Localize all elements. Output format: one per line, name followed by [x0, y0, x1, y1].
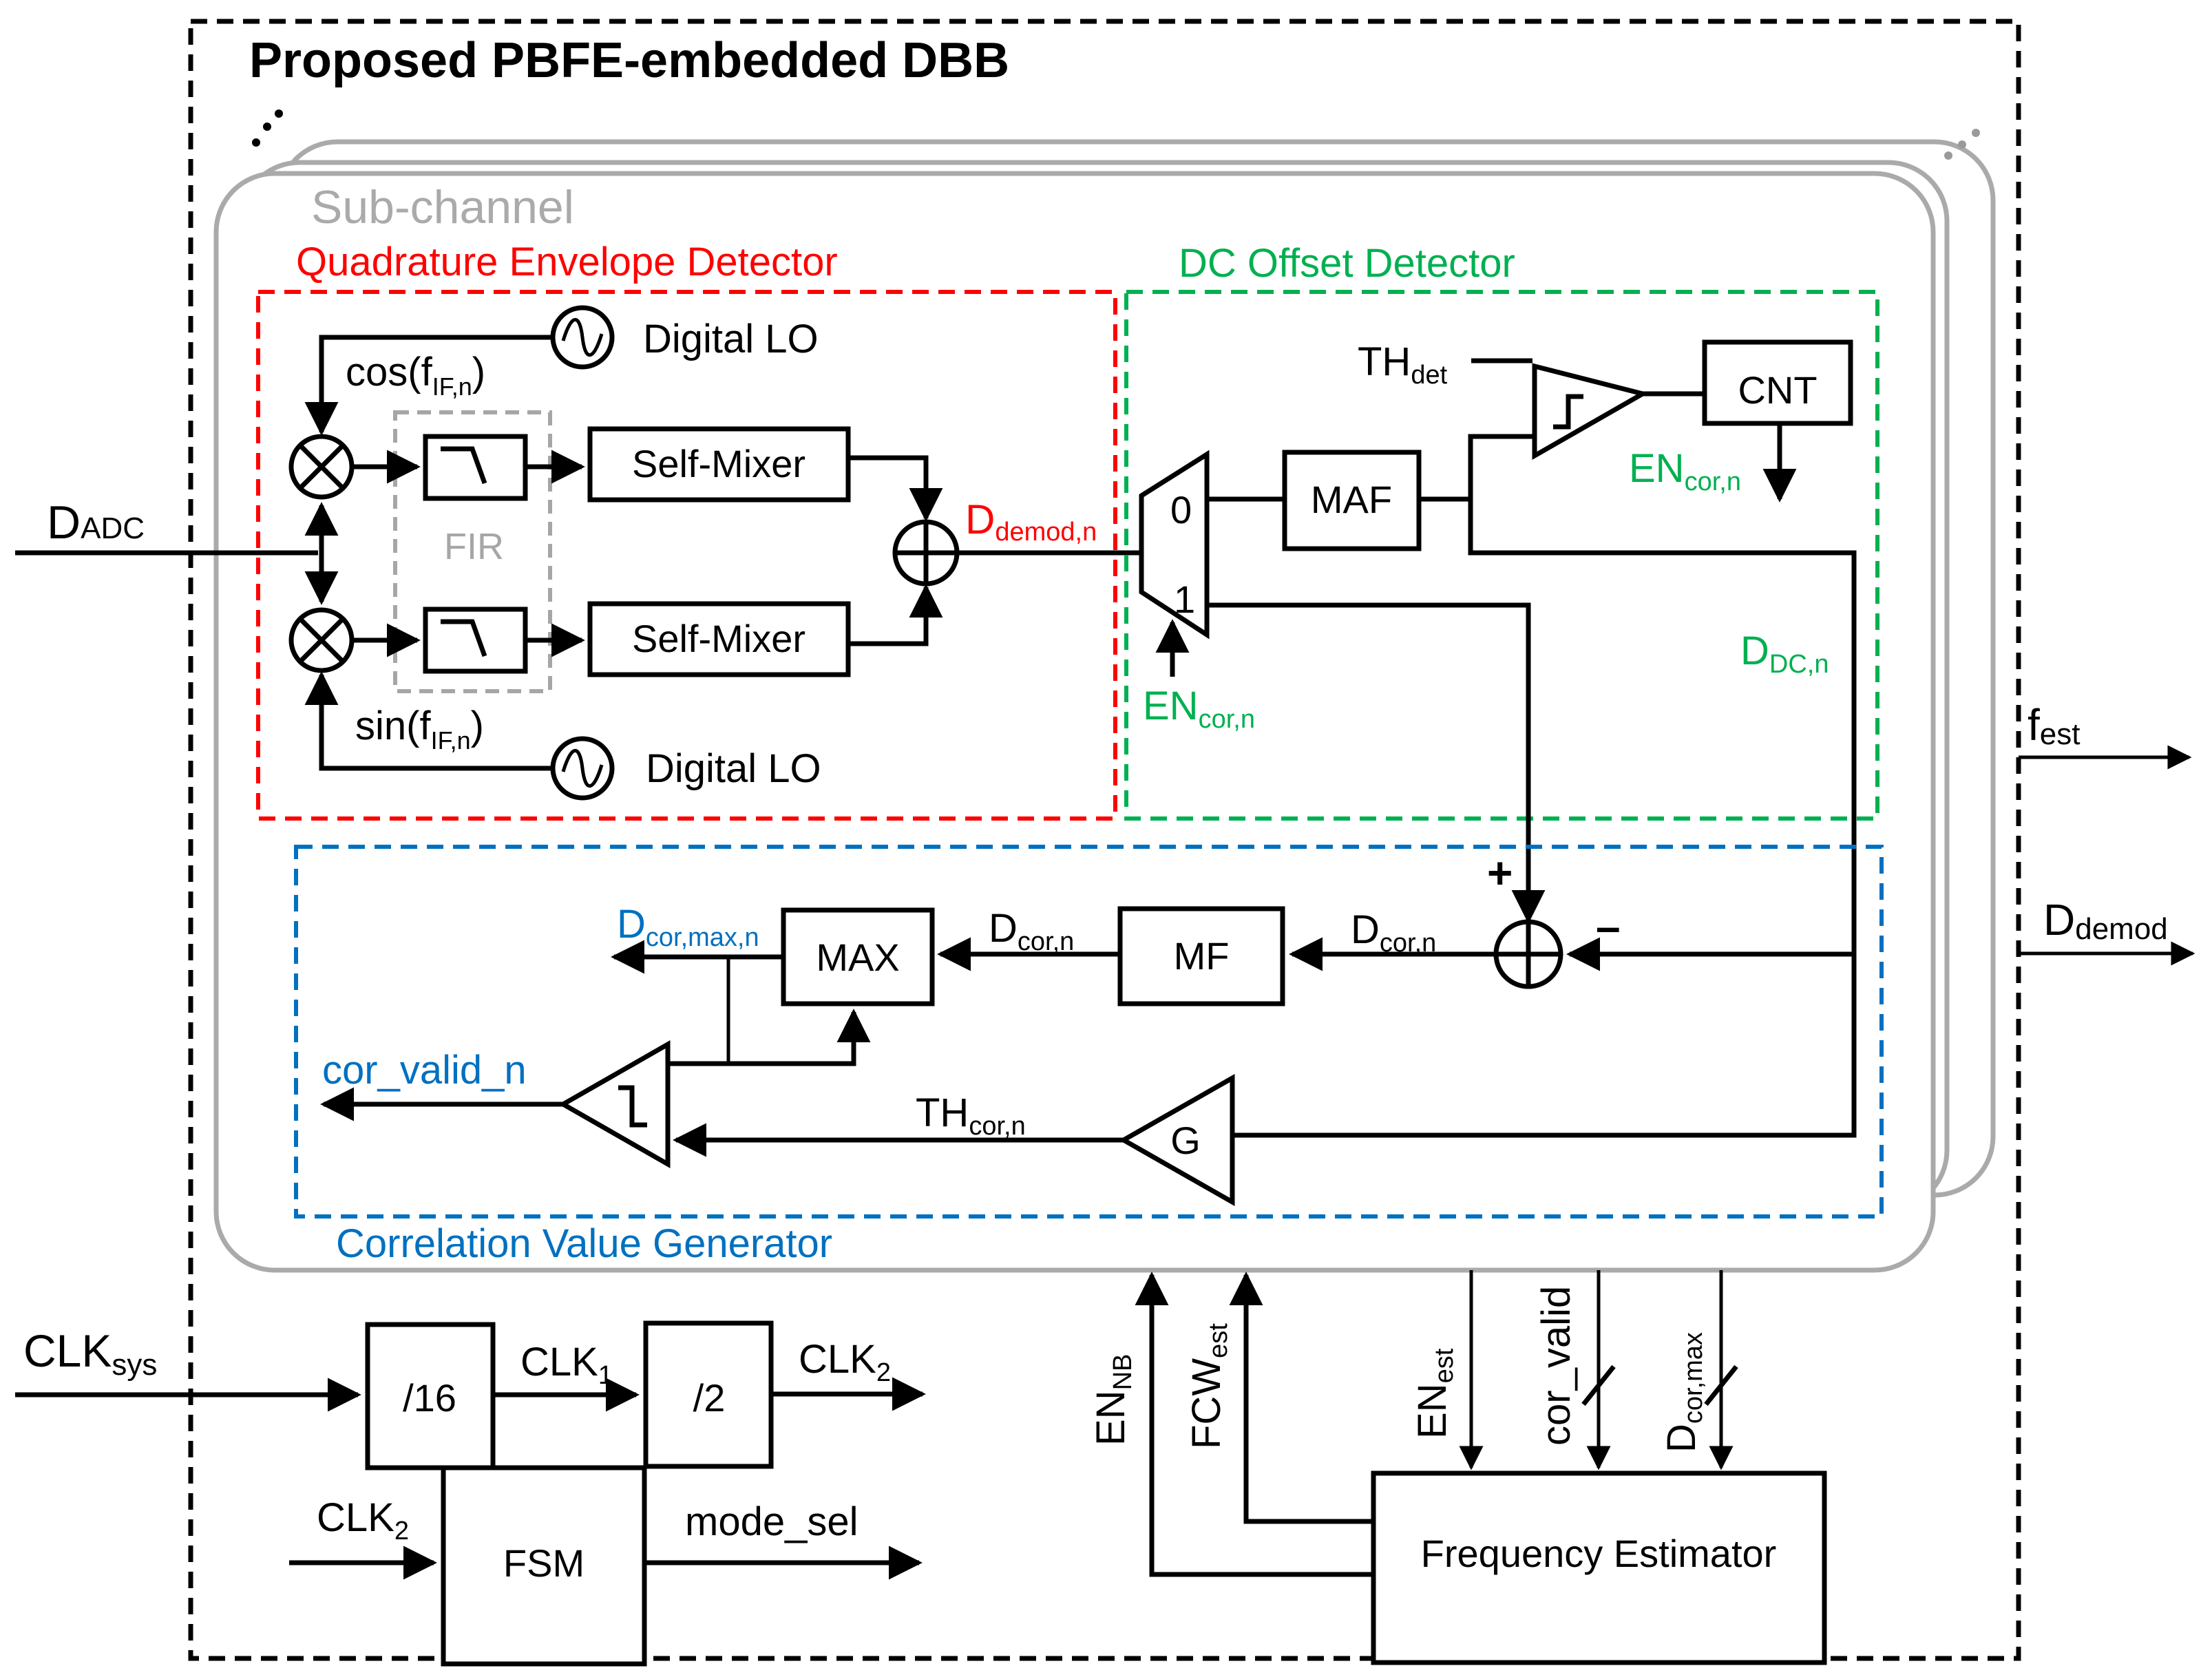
lpf-top — [423, 434, 528, 501]
gain-block — [1118, 1073, 1235, 1207]
self-mixer-bottom-label: Self-Mixer — [632, 617, 805, 660]
dcormax-n-label: Dcor,max,n — [617, 902, 759, 952]
comparator-rising-icon — [1553, 394, 1583, 430]
div2-label: /2 — [693, 1376, 726, 1420]
maf-label: MAF — [1311, 478, 1392, 521]
ddemod-label: Ddemod — [2043, 895, 2168, 946]
cos-label: cos(fIF,n) — [346, 350, 485, 401]
fir-label: FIR — [444, 526, 504, 567]
mf-label: MF — [1174, 934, 1230, 978]
cvg-comparator-block — [558, 1040, 671, 1169]
mf-block — [1117, 906, 1285, 1006]
dbb-boundary — [188, 19, 2021, 1661]
cor-valid-n-label: cor_valid_n — [322, 1048, 527, 1093]
ddemod-n-label: Ddemod,n — [965, 496, 1097, 547]
mode-sel-label: mode_sel — [685, 1499, 858, 1544]
lowpass-filter-icon — [441, 446, 487, 485]
dcor-in-label: Dcor,n — [1351, 907, 1436, 958]
sin-label: sin(fIF,n) — [355, 704, 484, 755]
mux1-to-subtractor-wire — [1207, 602, 1546, 924]
fest-label: fest — [2027, 700, 2080, 751]
gain-label: G — [1170, 1119, 1201, 1162]
thdet-label: THdet — [1358, 339, 1448, 390]
cor-valid-bus-slash — [1581, 1364, 1616, 1406]
en-nb-label: ENNB — [1088, 1354, 1137, 1446]
en-est-label: ENest — [1410, 1348, 1459, 1439]
fsm-block — [441, 1465, 647, 1667]
cnt-block — [1702, 339, 1853, 426]
max-label: MAX — [816, 936, 899, 979]
digital-lo-bottom-icon — [550, 736, 615, 801]
mixer-bottom-icon — [288, 607, 355, 673]
self-mixer-top-label: Self-Mixer — [632, 442, 805, 485]
diagram-title: Proposed PBFE-embedded DBB — [249, 33, 1009, 88]
en-mux-label: ENcor,n — [1143, 684, 1255, 734]
dc-comparator-block — [1532, 363, 1650, 461]
cnt-label: CNT — [1738, 368, 1817, 412]
clksys-label: CLKsys — [23, 1325, 157, 1382]
comparator-to-max-wire — [669, 1009, 871, 1066]
fsm-label: FSM — [503, 1541, 584, 1585]
lowpass-filter-icon — [441, 619, 487, 657]
self-mixer-bottom-block — [587, 601, 851, 677]
clk2-label: CLK2 — [799, 1337, 891, 1387]
dc-title: DC Offset Detector — [1179, 241, 1515, 286]
thcor-label: THcor,n — [916, 1090, 1026, 1141]
mux-block — [1139, 450, 1210, 640]
ddc-to-gain-wire — [1234, 1091, 1857, 1138]
lo-sin-wire — [304, 671, 553, 771]
cvg-boundary — [294, 845, 1884, 1219]
digital-lo-top-label: Digital LO — [643, 317, 819, 361]
qed-title: Quadrature Envelope Detector — [296, 240, 838, 284]
lpf-bottom — [423, 607, 528, 674]
adder-qed-icon — [892, 519, 960, 587]
ellipsis-left-icon — [252, 109, 283, 147]
ddc-wire — [1468, 496, 1857, 1091]
dcormax-bus-slash — [1704, 1364, 1738, 1406]
dcor-mid-label: Dcor,n — [989, 906, 1074, 956]
mux-input-0: 0 — [1170, 488, 1192, 531]
en-nb-wire — [1135, 1272, 1373, 1577]
selfmixer-bottom-to-adder — [848, 584, 943, 646]
self-mixer-top-block — [587, 426, 851, 503]
cor-valid-label: cor_valid — [1534, 1286, 1579, 1446]
mixer-top-icon — [288, 434, 355, 500]
plus-sign: + — [1487, 848, 1513, 898]
div16-label: /16 — [403, 1376, 456, 1420]
digital-lo-top-icon — [550, 305, 615, 370]
qed-boundary — [256, 290, 1117, 821]
comparator-falling-icon — [618, 1085, 647, 1128]
minus-sign: – — [1596, 902, 1621, 951]
fsm-clk-label: CLK2 — [317, 1495, 409, 1546]
ddc-label: DDC,n — [1740, 629, 1829, 679]
cvg-title: Correlation Value Generator — [336, 1221, 832, 1266]
subchannel-label: Sub-channel — [311, 181, 574, 233]
clk1-label: CLK1 — [520, 1340, 613, 1390]
freq-est-block — [1371, 1470, 1827, 1665]
lo-cos-wire — [304, 335, 553, 436]
fcw-est-label: FCWest — [1184, 1323, 1233, 1449]
fir-group-boundary — [393, 410, 552, 693]
dadc-label: DADC — [47, 496, 145, 549]
ellipsis-right-icon — [1944, 129, 1980, 160]
en-cnt-label: ENcor,n — [1629, 446, 1741, 496]
mux-input-1: 1 — [1174, 578, 1195, 621]
dcormax-label: Dcor,max — [1659, 1332, 1708, 1453]
max-block — [781, 907, 935, 1006]
subtractor-icon — [1493, 919, 1563, 989]
div2-block — [643, 1320, 774, 1469]
div16-block — [365, 1322, 496, 1470]
freq-est-label: Frequency Estimator — [1421, 1532, 1777, 1575]
digital-lo-bottom-label: Digital LO — [646, 746, 821, 791]
dc-boundary — [1124, 290, 1879, 821]
selfmixer-top-to-adder — [848, 455, 943, 522]
fcw-est-wire — [1229, 1272, 1373, 1524]
